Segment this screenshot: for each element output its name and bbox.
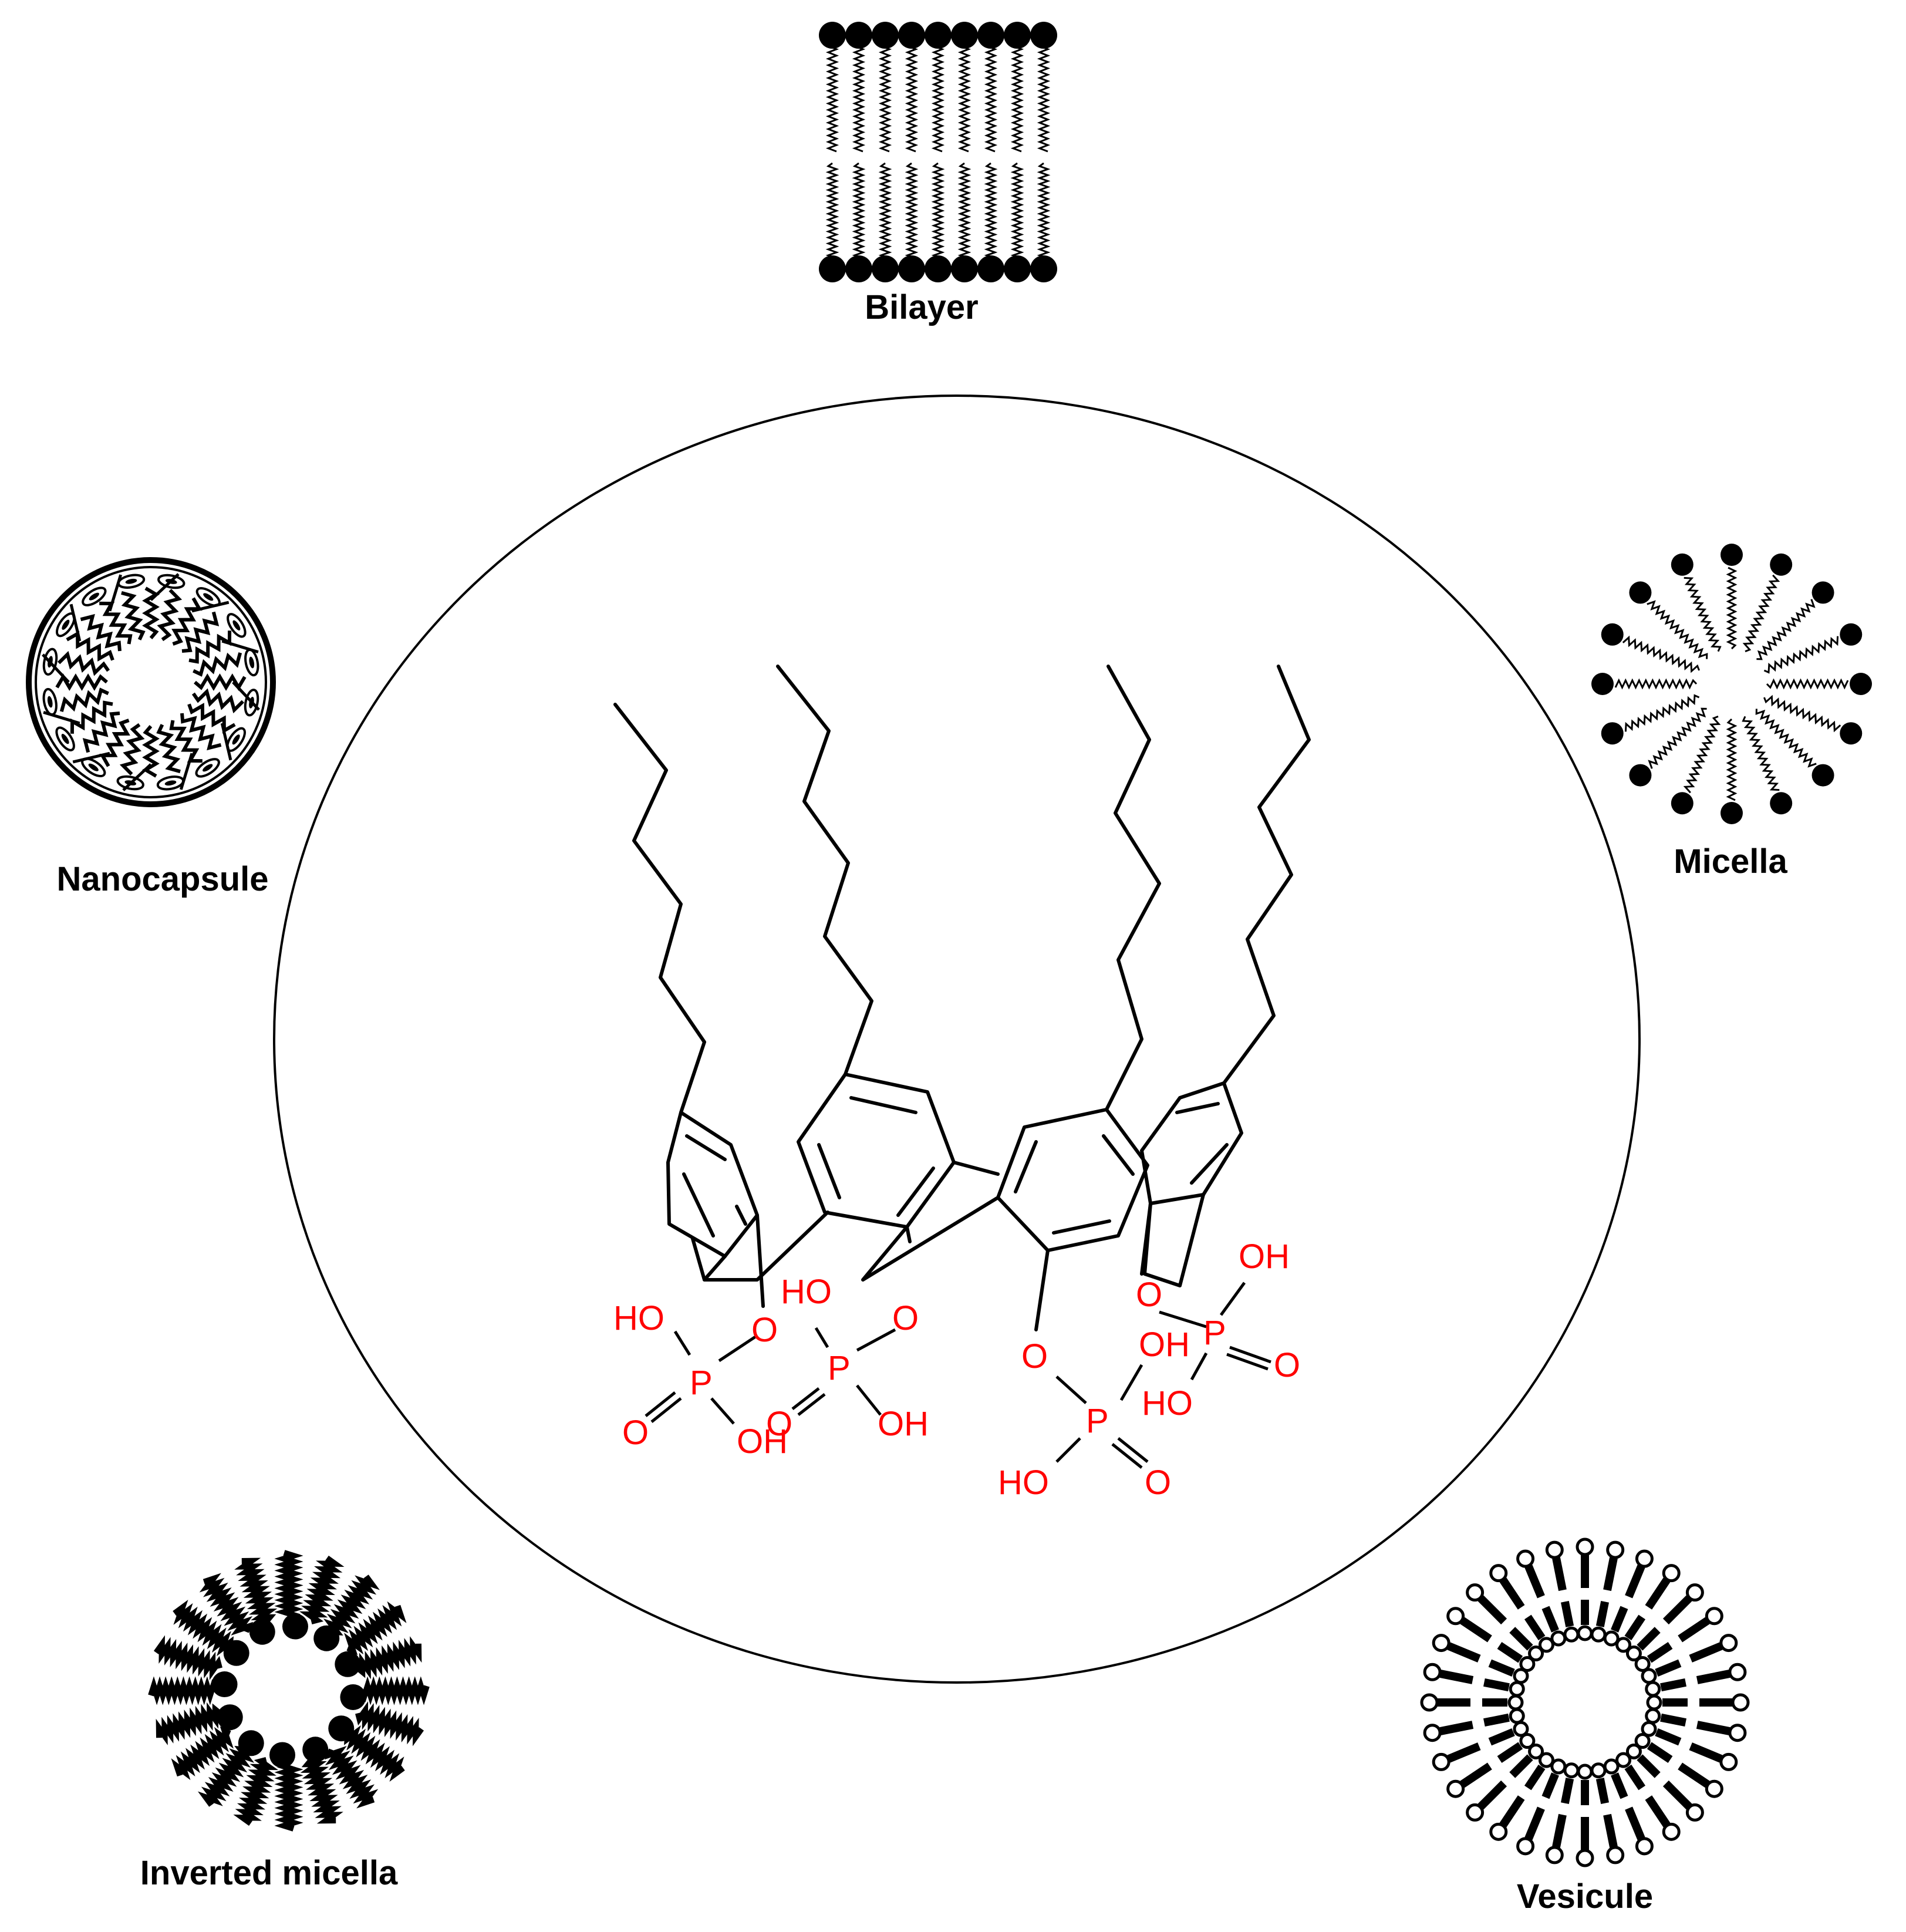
g1-oh-upper: HO <box>613 1299 664 1337</box>
g2-oh-lower: OH <box>878 1405 929 1443</box>
g1-p: P <box>690 1364 713 1402</box>
alkyl-chain-3 <box>1105 665 1161 1111</box>
bilayer-label: Bilayer <box>865 288 979 326</box>
vesicule-label: Vesicule <box>1516 1877 1654 1916</box>
g4-o-bridge: O <box>1136 1276 1162 1314</box>
g4-oh-upper: OH <box>1239 1238 1290 1276</box>
alkyl-chain-1 <box>613 703 706 1114</box>
g3-p: P <box>1086 1402 1109 1440</box>
nanocapsule-diagram <box>26 557 276 807</box>
central-circle <box>273 395 1641 1684</box>
g3-oh-lower: HO <box>998 1464 1049 1502</box>
g4-o-double: O <box>1274 1346 1300 1384</box>
nanocapsule-label: Nanocapsule <box>56 860 269 898</box>
micella-diagram <box>1591 544 1872 824</box>
inverted-micella-diagram <box>148 1550 430 1832</box>
g1-o-double: O <box>622 1414 649 1452</box>
g3-oh-upper: OH <box>1139 1326 1190 1364</box>
g2-oh-upper: HO <box>781 1273 832 1311</box>
g4-p: P <box>1203 1314 1226 1352</box>
calixarene-molecule <box>613 665 1311 1331</box>
g4-oh-lower: HO <box>1142 1384 1193 1422</box>
vesicule-diagram <box>1420 1537 1750 1867</box>
alkyl-chain-2 <box>776 665 873 1076</box>
alkyl-chain-4 <box>1222 665 1311 1085</box>
g2-o-bridge: O <box>892 1299 919 1337</box>
methylene-bridge-2 <box>861 1196 1000 1282</box>
g3-o-bridge: O <box>1021 1337 1048 1375</box>
g1-o-bridge: O <box>751 1311 778 1349</box>
methylene-bridge-3 <box>952 1161 1000 1176</box>
inverted-micella-label: Inverted micella <box>140 1854 398 1892</box>
g2-p: P <box>828 1349 851 1387</box>
micella-label: Micella <box>1674 842 1787 881</box>
g2-o-double: O <box>766 1405 792 1443</box>
methylene-bridge-1 <box>703 1211 829 1282</box>
g1-oh-lower: OH <box>737 1422 788 1461</box>
g3-o-double: O <box>1145 1464 1171 1502</box>
methylene-bridge-4 <box>1143 1193 1205 1287</box>
phosphate-groups: HO O P O OH HO O P O OH O OH P O HO O OH… <box>613 1238 1300 1502</box>
bilayer-diagram <box>819 22 1057 282</box>
